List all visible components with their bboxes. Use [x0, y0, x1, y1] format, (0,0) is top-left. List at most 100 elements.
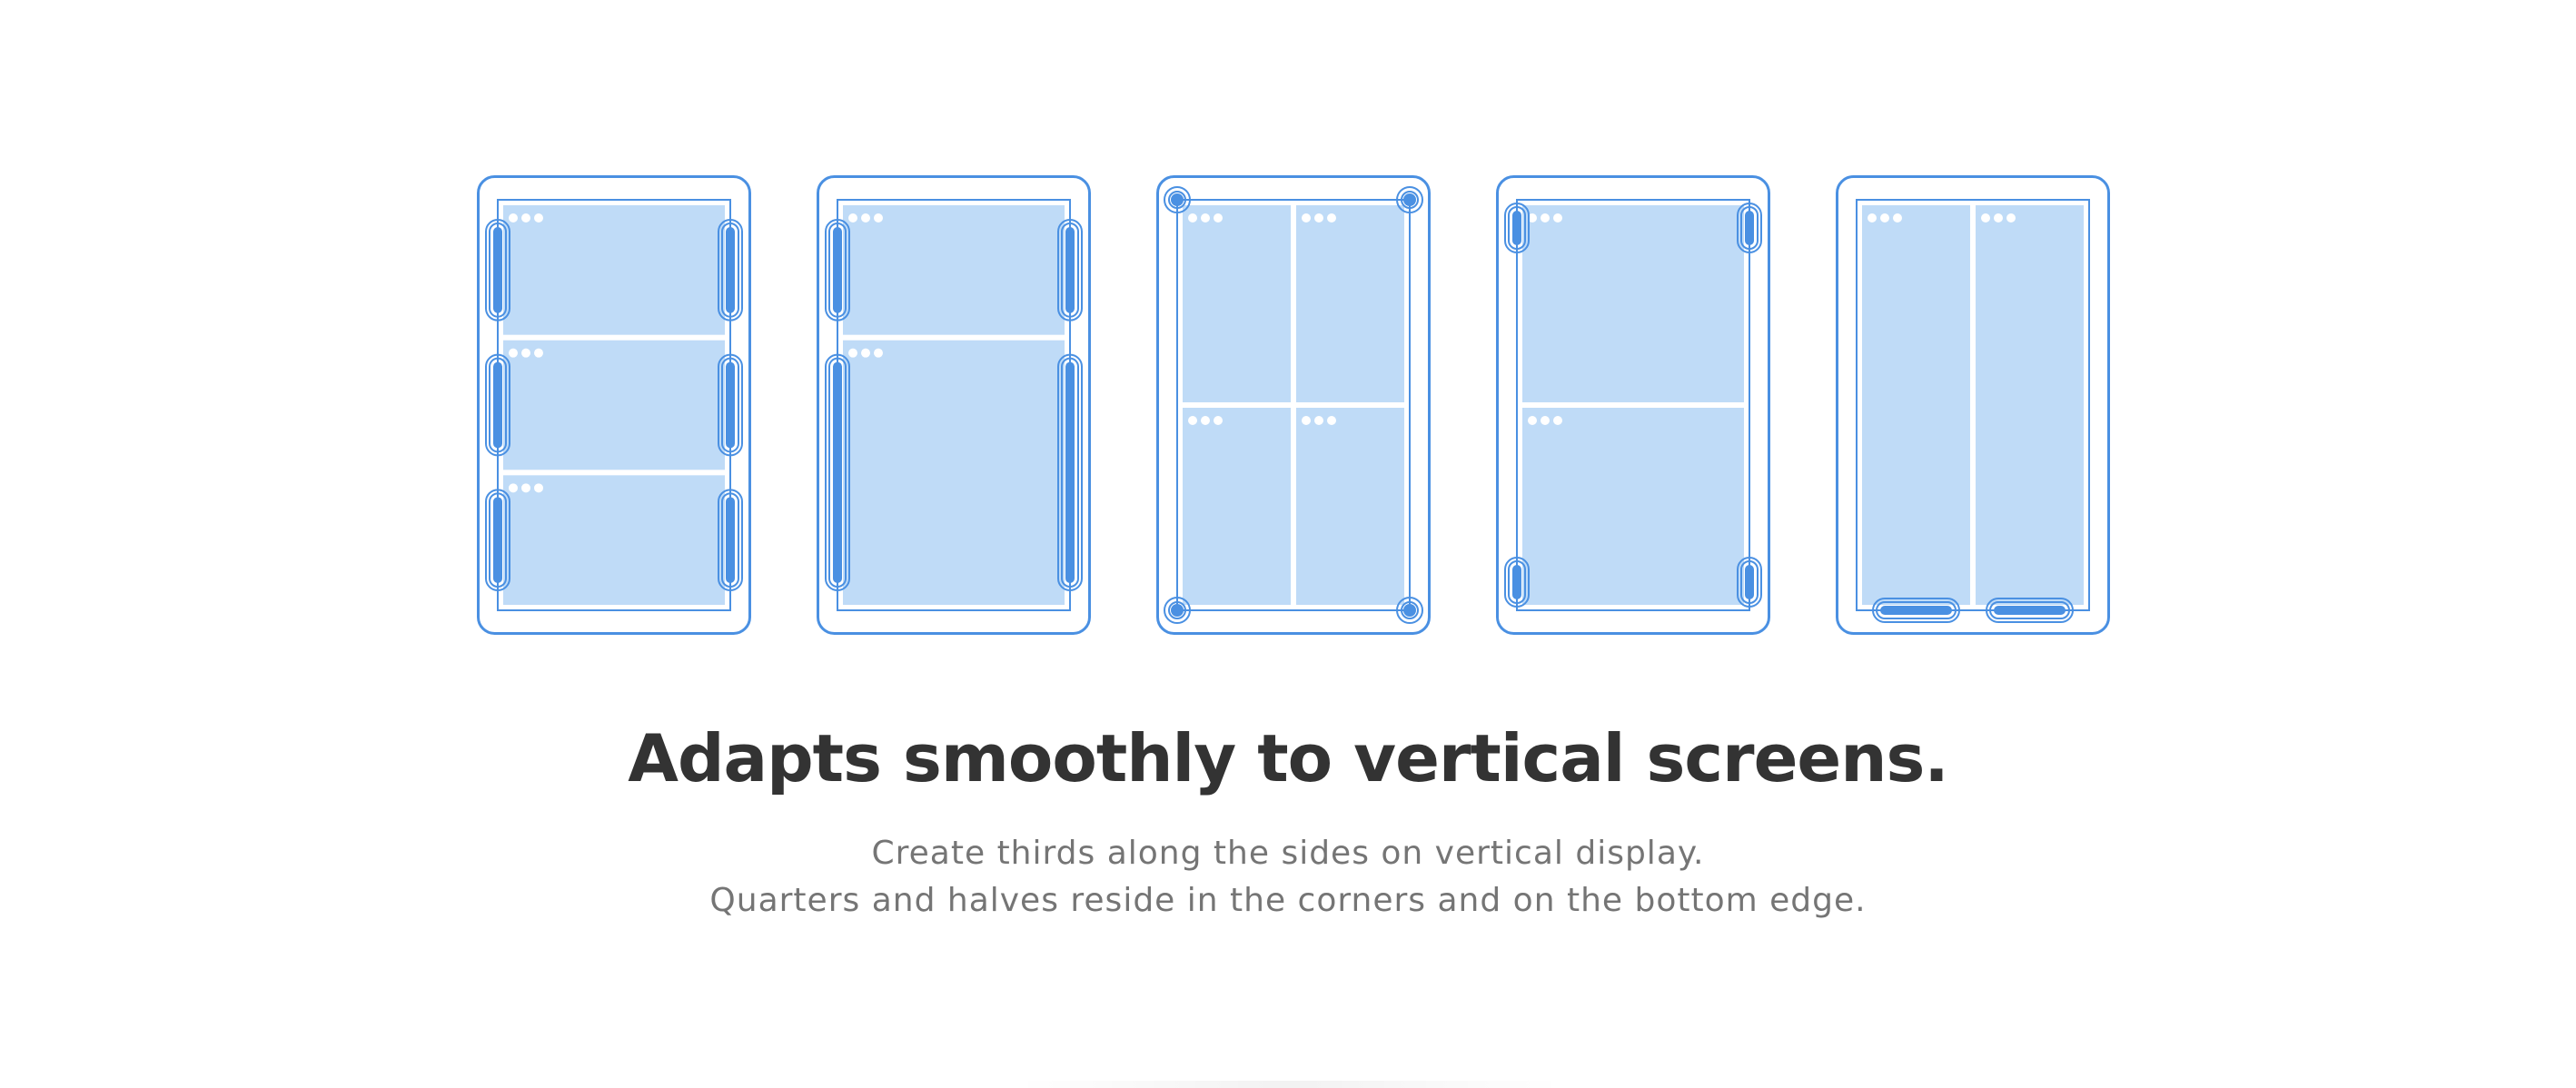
handle-ring — [721, 357, 739, 453]
handle-ring — [485, 219, 510, 321]
window-pane — [1862, 205, 1970, 605]
handle — [1065, 361, 1075, 583]
pane — [843, 340, 1065, 605]
handle-ring — [721, 492, 739, 588]
headline: Adapts smoothly to vertical screens. — [628, 720, 1948, 796]
window-dot — [1188, 416, 1197, 425]
window-dot — [1981, 213, 1990, 223]
corner-handle-ring — [1401, 601, 1419, 619]
window-pane — [1183, 408, 1291, 605]
window-dot — [848, 348, 857, 358]
handle-ring — [825, 219, 850, 321]
window-pane — [843, 205, 1065, 335]
device-halves-side-by-side — [1836, 175, 2110, 635]
handle-ring — [1508, 560, 1526, 604]
window-dot — [2006, 213, 2016, 223]
window-dot — [1314, 213, 1323, 223]
handle-ring — [489, 357, 507, 453]
corner-handle-ring — [1164, 186, 1191, 213]
device-quarters — [1156, 175, 1431, 635]
window-dot — [521, 348, 530, 358]
handle — [726, 361, 735, 449]
handle — [493, 361, 502, 449]
window-dot — [521, 213, 530, 223]
handle-ring — [485, 353, 510, 457]
description: Create thirds along the sides on vertica… — [0, 830, 2576, 925]
window-dot — [848, 213, 857, 223]
handle-ring — [1872, 598, 1960, 623]
window-dot — [1541, 213, 1550, 223]
handle — [493, 227, 502, 313]
corner-handle — [1171, 604, 1184, 617]
corner-handle-ring — [1401, 191, 1419, 209]
corner-handle-ring — [1168, 191, 1186, 209]
window-dot — [509, 348, 518, 358]
pane — [503, 205, 725, 335]
description-line-1: Create thirds along the sides on vertica… — [871, 835, 1705, 872]
window-dot — [874, 348, 883, 358]
window-pane — [1183, 205, 1291, 402]
handle-ring — [1061, 357, 1079, 588]
window-dot — [1314, 416, 1323, 425]
device-halves-stacked — [1496, 175, 1770, 635]
window-dot — [509, 213, 518, 223]
pane — [503, 475, 725, 605]
handle — [1065, 227, 1075, 313]
window-dot — [521, 483, 530, 493]
handle-ring — [1504, 557, 1530, 608]
pane — [1522, 205, 1744, 402]
window-dot — [1868, 213, 1877, 223]
window-dot — [874, 213, 883, 223]
window-dot — [1880, 213, 1889, 223]
pane — [1296, 205, 1404, 402]
handle-ring — [1876, 601, 1957, 619]
window-dot — [1201, 416, 1210, 425]
corner-handle-ring — [1168, 601, 1186, 619]
handle — [726, 227, 735, 313]
handle — [1512, 211, 1521, 245]
handle-ring — [1737, 203, 1762, 253]
divider — [1017, 1081, 1562, 1088]
handle — [1994, 606, 2066, 615]
corner-handle — [1403, 193, 1416, 206]
handle-ring — [485, 489, 510, 591]
corner-handle-ring — [1164, 597, 1191, 624]
screen-border — [1176, 199, 1411, 611]
window-dot — [1528, 213, 1537, 223]
window-pane — [503, 475, 725, 605]
corner-handle-ring — [1396, 597, 1423, 624]
handle-ring — [1737, 557, 1762, 608]
pane — [1183, 205, 1291, 402]
window-pane — [1296, 205, 1404, 402]
window-pane — [843, 340, 1065, 605]
pane — [1862, 205, 1970, 605]
window-pane — [1976, 205, 2084, 605]
window-dot — [534, 213, 543, 223]
device-thirds-stacked — [477, 175, 751, 635]
handle-ring — [1989, 601, 2070, 619]
corner-handle — [1403, 604, 1416, 617]
handle — [1880, 606, 1952, 615]
window-pane — [1522, 408, 1744, 605]
handle-ring — [1508, 206, 1526, 250]
window-dot — [1994, 213, 2003, 223]
window-dot — [1553, 213, 1562, 223]
window-pane — [503, 340, 725, 470]
window-dot — [1201, 213, 1210, 223]
window-dot — [1327, 416, 1336, 425]
handle-ring — [718, 489, 743, 591]
pane — [1183, 408, 1291, 605]
handle-ring — [1061, 223, 1079, 318]
window-dot — [1188, 213, 1197, 223]
window-dot — [861, 213, 870, 223]
handle-ring — [489, 223, 507, 318]
handle — [1745, 565, 1754, 599]
window-dot — [1553, 416, 1562, 425]
handle — [1512, 565, 1521, 599]
handle-ring — [1740, 206, 1759, 250]
handle — [726, 497, 735, 583]
pane — [1296, 408, 1404, 605]
layout-illustrations — [477, 175, 2110, 635]
window-dot — [861, 348, 870, 358]
window-dot — [1302, 416, 1311, 425]
